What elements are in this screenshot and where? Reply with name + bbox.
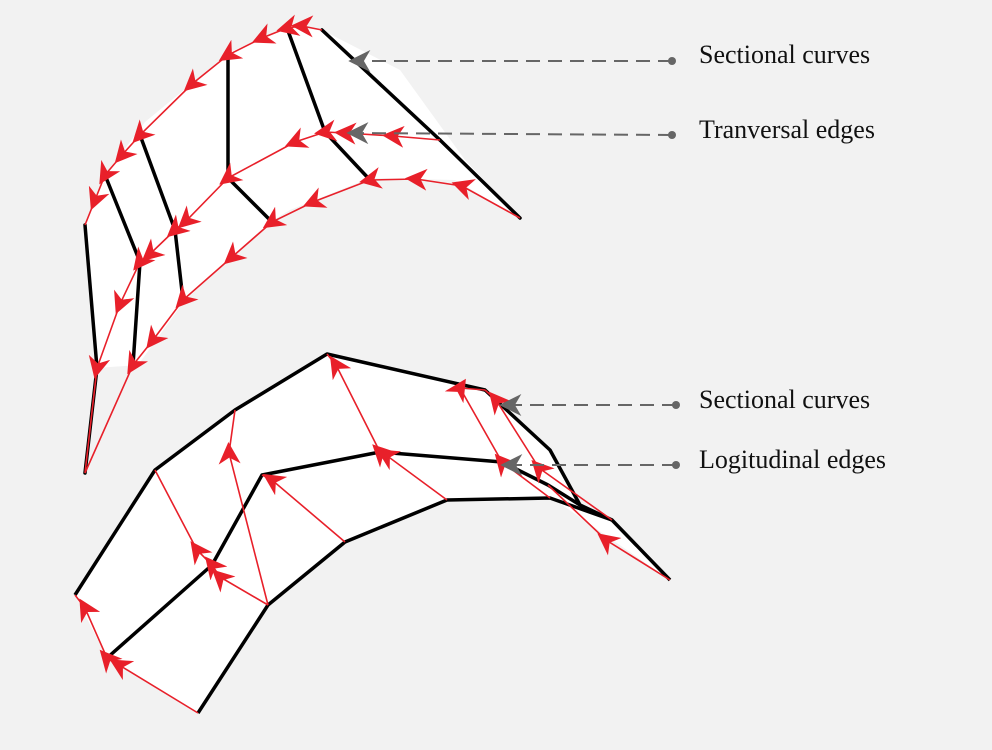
bottom-sectional-curves: [74, 353, 671, 714]
label-top-sectional-curves: Sectional curves: [699, 40, 871, 69]
top-surface: [83, 14, 522, 475]
leader-line-top-transversal: [346, 122, 673, 145]
sectional-curve: [154, 469, 269, 606]
bottom-surface: [73, 352, 672, 714]
transversal-edge: [320, 28, 442, 142]
sectional-curve: [547, 484, 671, 581]
leader-dot: [672, 401, 680, 409]
sectional-curve: [74, 594, 199, 714]
leader-dot: [672, 461, 680, 469]
sectional-curve-inner: [84, 167, 521, 474]
sectional-curve: [484, 389, 613, 521]
sectional-curve: [218, 409, 269, 606]
longitudinal-edge-inner: [196, 496, 613, 714]
sectional-curve: [326, 353, 448, 501]
leader-lines: [346, 50, 680, 476]
label-bottom-sectional-curves: Sectional curves: [699, 385, 871, 414]
transversal-edge: [438, 138, 522, 220]
leader-dot: [668, 57, 676, 65]
top-sectional-curves: [84, 14, 521, 474]
sectional-curve: [261, 473, 346, 543]
leader-dot: [668, 131, 676, 139]
label-longitudinal-edges: Logitudinal edges: [699, 445, 887, 474]
label-transversal-edges: Tranversal edges: [699, 115, 875, 144]
bottom-surface-fill: [75, 354, 670, 713]
